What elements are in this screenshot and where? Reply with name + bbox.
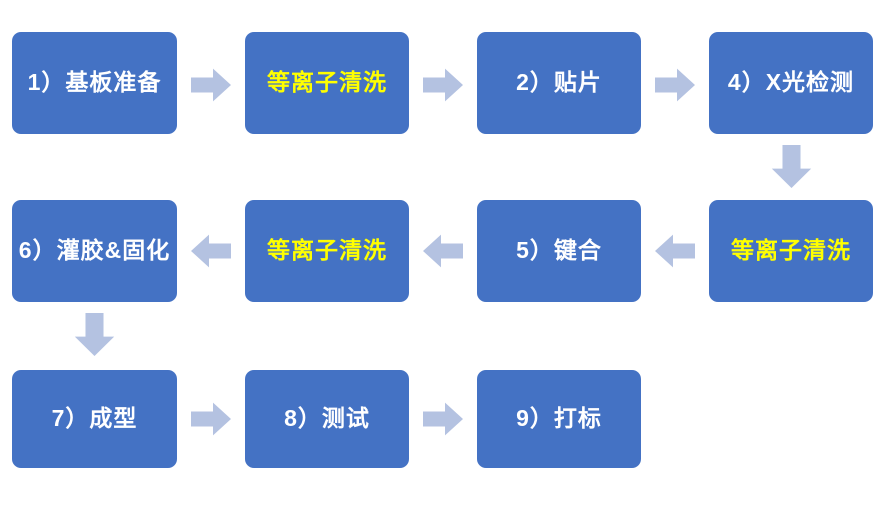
process-step-n2[interactable]: 等离子清洗: [245, 32, 409, 134]
process-step-label: 6）灌胶&固化: [18, 237, 171, 264]
process-step-n8[interactable]: 等离子清洗: [709, 200, 873, 302]
arrow-down-icon: [74, 313, 115, 356]
process-step-n4[interactable]: 4）X光检测: [709, 32, 873, 134]
arrow-left-icon: [655, 234, 695, 268]
process-step-label: 7）成型: [51, 405, 138, 432]
process-step-label: 1）基板准备: [27, 69, 162, 96]
process-step-n7[interactable]: 5）键合: [477, 200, 641, 302]
process-step-n5[interactable]: 6）灌胶&固化: [12, 200, 177, 302]
process-step-label: 等离子清洗: [267, 69, 387, 96]
process-step-label: 5）键合: [516, 237, 602, 264]
process-step-n1[interactable]: 1）基板准备: [12, 32, 177, 134]
arrow-right-icon: [191, 402, 231, 436]
process-step-label: 9）打标: [516, 405, 602, 432]
process-step-label: 8）测试: [284, 405, 370, 432]
process-step-label: 4）X光检测: [727, 69, 855, 96]
process-step-n3[interactable]: 2）贴片: [477, 32, 641, 134]
arrow-left-icon: [191, 234, 231, 268]
arrow-right-icon: [191, 68, 231, 102]
arrow-left-icon: [423, 234, 463, 268]
process-step-n11[interactable]: 9）打标: [477, 370, 641, 468]
arrow-right-icon: [423, 402, 463, 436]
arrow-right-icon: [655, 68, 695, 102]
process-step-label: 等离子清洗: [267, 237, 387, 264]
arrow-down-icon: [771, 145, 812, 188]
process-step-label: 等离子清洗: [731, 237, 851, 264]
arrow-right-icon: [423, 68, 463, 102]
process-step-label: 2）贴片: [516, 69, 602, 96]
process-step-n9[interactable]: 7）成型: [12, 370, 177, 468]
process-step-n10[interactable]: 8）测试: [245, 370, 409, 468]
process-step-n6[interactable]: 等离子清洗: [245, 200, 409, 302]
